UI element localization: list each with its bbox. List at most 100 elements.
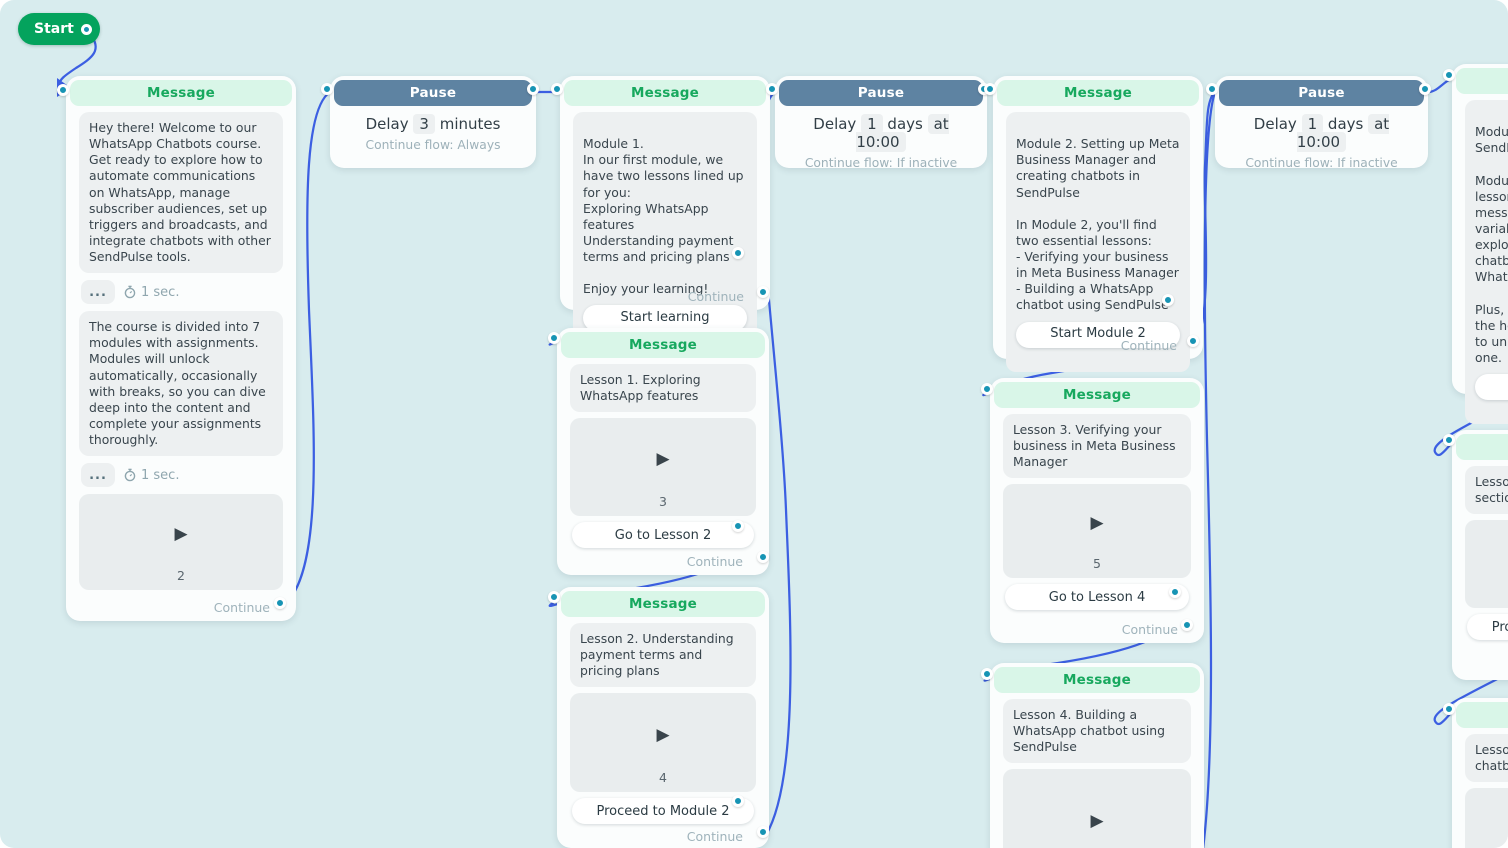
pause3-input-port[interactable]: [1206, 83, 1218, 95]
start-module2-button-port[interactable]: [1162, 294, 1174, 306]
start-label: Start: [34, 21, 74, 37]
lesson1-continue-port[interactable]: [757, 551, 769, 563]
timer-label: 1 sec.: [123, 468, 179, 483]
continue-label: Continue: [1120, 338, 1177, 353]
start-learning-button-port[interactable]: [732, 247, 744, 259]
node-module1-message[interactable]: Message Module 1. In our first module, w…: [560, 76, 770, 356]
video-number: 3: [659, 494, 667, 510]
node-lesson4-message[interactable]: Message Lesson 4. Building a WhatsApp ch…: [990, 663, 1204, 848]
go-to-lesson2-button-port[interactable]: [732, 520, 744, 532]
node-pause-2[interactable]: Pause Delay 1 days at 10:00 Continue flo…: [775, 76, 987, 170]
node-module2-message[interactable]: Message Module 2. Setting up Meta Busine…: [993, 76, 1203, 372]
message-node-header: Message: [1456, 434, 1508, 460]
stopwatch-icon: [124, 468, 136, 482]
video-attachment[interactable]: [1465, 520, 1508, 609]
message-bubble[interactable]: Hey there! Welcome to our WhatsApp Chatb…: [79, 112, 283, 274]
pause1-input-port[interactable]: [321, 83, 333, 95]
start-node[interactable]: Start: [18, 13, 100, 45]
module3-input-port[interactable]: [1443, 69, 1455, 81]
video-attachment[interactable]: ▶ 5: [1003, 484, 1191, 579]
node-lesson2-message[interactable]: Message Lesson 2. Understanding payment …: [557, 587, 769, 848]
go-to-lesson4-button[interactable]: Go to Lesson 4: [1005, 584, 1189, 611]
go-to-lesson4-button-port[interactable]: [1169, 586, 1181, 598]
wire-start-to-welcome: [58, 32, 97, 86]
start-learning-button[interactable]: Start learning: [583, 305, 747, 332]
delay-row: Delay 1 days at 10:00: [813, 114, 949, 152]
module2-continue-port[interactable]: [1187, 335, 1199, 347]
node-lesson1-message[interactable]: Message Lesson 1. Exploring WhatsApp fea…: [557, 328, 769, 575]
module1-continue-port[interactable]: [757, 286, 769, 298]
play-icon: ▶: [174, 524, 188, 545]
play-icon: ▶: [1090, 513, 1104, 534]
module2-input-port[interactable]: [984, 83, 996, 95]
lesson2-continue-port[interactable]: [757, 826, 769, 838]
lesson1-input-port[interactable]: [548, 332, 560, 344]
welcome-continue-port[interactable]: [274, 597, 286, 609]
continue-flow-note: Continue flow: Always: [365, 138, 501, 152]
video-attachment[interactable]: ▶ 4: [570, 693, 756, 793]
module1-input-port[interactable]: [551, 83, 563, 95]
timer-row: ... 1 sec.: [81, 280, 281, 305]
timer-label: 1 sec.: [123, 285, 179, 300]
delay-value[interactable]: 1: [1301, 114, 1324, 134]
proceed-to-module2-button-port[interactable]: [732, 795, 744, 807]
pause-node-header: Pause: [779, 80, 983, 106]
lesson5-input-port[interactable]: [1443, 434, 1455, 446]
lesson6-input-port[interactable]: [1443, 703, 1455, 715]
node-lesson5-message[interactable]: Message Lesson 5. Flow builder sections …: [1452, 430, 1508, 680]
pause2-input-port[interactable]: [766, 83, 778, 95]
node-lesson3-message[interactable]: Message Lesson 3. Verifying your busines…: [990, 378, 1204, 643]
message-bubble[interactable]: Lesson 5. Flow builder sections and sett…: [1465, 466, 1508, 515]
lesson2-input-port[interactable]: [548, 591, 560, 603]
message-node-header: Message: [1456, 702, 1508, 728]
wire-welcome-to-pause1: [281, 90, 332, 608]
node-welcome-message[interactable]: Message Hey there! Welcome to our WhatsA…: [66, 76, 296, 621]
message-node-header: Message: [561, 591, 765, 617]
start-module2-button[interactable]: Start Module 2: [1016, 321, 1180, 348]
message-bubble[interactable]: Module 2. Setting up Meta Business Manag…: [1006, 112, 1190, 372]
message-bubble[interactable]: Lesson 1. Exploring WhatsApp features: [570, 364, 756, 413]
wire-to-lesson6: [1433, 672, 1508, 726]
delay-value[interactable]: 1: [861, 114, 883, 134]
node-lesson6-message[interactable]: Message Lesson 6. Launching your chatbot: [1452, 698, 1508, 848]
continue-flow-note: Continue flow: If inactive: [804, 156, 958, 170]
node-pause-1[interactable]: Pause Delay 3 minutes Continue flow: Alw…: [330, 76, 536, 168]
delay-row: Delay 1 days at 10:00: [1253, 114, 1390, 152]
welcome-input-port[interactable]: [57, 84, 69, 96]
message-bubble[interactable]: Lesson 2. Understanding payment terms an…: [570, 623, 756, 688]
node-pause-3[interactable]: Pause Delay 1 days at 10:00 Continue flo…: [1215, 76, 1428, 170]
message-bubble[interactable]: Module 3. Chatbots in SendPulse Module 3…: [1465, 100, 1508, 425]
message-bubble[interactable]: Lesson 3. Verifying your business in Met…: [1003, 414, 1191, 479]
node-module3-message[interactable]: Message Module 3. Chatbots in SendPulse …: [1452, 64, 1508, 425]
video-attachment[interactable]: ▶ 2: [79, 494, 283, 591]
continue-label: Continue: [213, 600, 270, 615]
message-bubble[interactable]: Lesson 6. Launching your chatbot: [1465, 734, 1508, 783]
more-options-button[interactable]: ...: [81, 463, 115, 488]
pause3-output-port[interactable]: [1419, 83, 1431, 95]
delay-row: Delay 3 minutes: [365, 114, 501, 134]
start-module3-button[interactable]: Start Module 3: [1475, 374, 1508, 400]
lesson3-continue-port[interactable]: [1181, 619, 1193, 631]
lesson4-input-port[interactable]: [981, 668, 993, 680]
video-attachment[interactable]: ▶ 3: [570, 418, 756, 517]
message-bubble[interactable]: The course is divided into 7 modules wit…: [79, 311, 283, 457]
message-bubble[interactable]: Module 1. In our first module, we have t…: [573, 112, 757, 356]
go-to-lesson2-button[interactable]: Go to Lesson 2: [572, 522, 754, 549]
video-attachment[interactable]: ▶ 6: [1003, 769, 1191, 848]
pause1-output-port[interactable]: [527, 83, 539, 95]
start-output-port[interactable]: [81, 23, 92, 35]
proceed-button[interactable]: Proceed to Lesson 6: [1467, 614, 1508, 641]
delay-unit: days: [887, 115, 923, 133]
continue-label: Continue: [687, 289, 744, 304]
video-attachment[interactable]: [1465, 788, 1508, 848]
delay-value[interactable]: 3: [413, 114, 435, 134]
more-options-button[interactable]: ...: [81, 280, 115, 305]
video-number: 5: [1093, 556, 1101, 572]
continue-label: Continue: [686, 554, 743, 569]
continue-label: Continue: [1121, 622, 1178, 637]
pause-node-header: Pause: [334, 80, 532, 106]
proceed-to-module2-button[interactable]: Proceed to Module 2: [572, 798, 754, 825]
message-bubble[interactable]: Lesson 4. Building a WhatsApp chatbot us…: [1003, 699, 1191, 764]
lesson3-input-port[interactable]: [981, 383, 993, 395]
